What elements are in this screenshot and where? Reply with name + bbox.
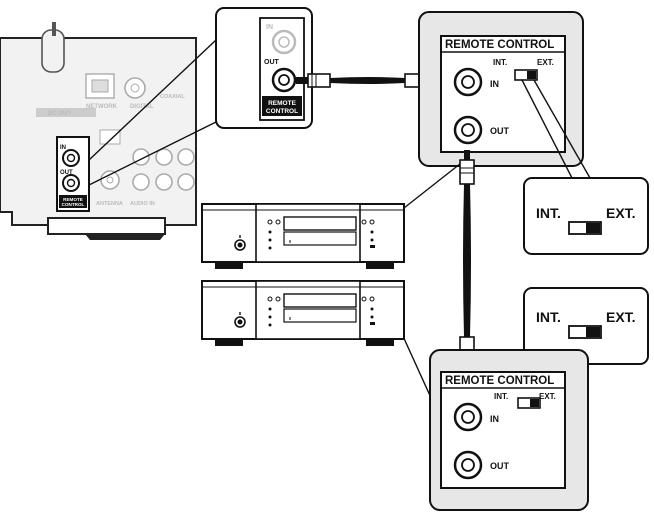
switch-bottom-ext: EXT. [606,309,636,325]
receiver-jack-in-label: IN [60,145,66,151]
panel-top-int: INT. [493,58,507,67]
cable-receiver-to-player1 [296,73,439,88]
receiver-rear-panel: NETWORK COAXIAL DIGITAL DC OUT IN OUT RE… [0,22,197,240]
receiver-digital-label: DIGITAL [130,104,154,110]
receiver-remote-label-1: REMOTE [63,197,83,202]
switch-top-int: INT. [536,205,561,221]
zoom-out-label: OUT [264,59,280,66]
receiver-network-label: NETWORK [86,104,118,110]
switch-callout-top: INT. EXT. [523,177,649,255]
cd-player-2 [201,280,405,346]
switch-top-ext: EXT. [606,205,636,221]
zoom-line-player2-a [401,333,433,401]
panel-bottom-in-label: IN [490,414,499,424]
zoom-line-receiver-top [88,39,217,161]
leader-top-switch-1 [521,79,573,179]
panel-top-title: REMOTE CONTROL [445,39,554,51]
panel-bottom-ext: EXT. [539,392,556,401]
panel-top-switch [514,69,538,81]
panel-bottom-int: INT. [494,392,508,401]
cd-player-1 [201,203,405,269]
receiver-jack-out-label: OUT [60,170,73,176]
player2-remote-panel: REMOTE CONTROL INT. EXT. IN OUT [429,349,589,511]
receiver-coaxial-label: COAXIAL [160,94,185,100]
zoom-remote-label-2: CONTROL [266,108,298,115]
panel-bottom-out-label: OUT [490,461,510,471]
receiver-antenna-label: ANTENNA [96,201,123,207]
panel-top-in-label: IN [490,79,499,89]
panel-bottom-title: REMOTE CONTROL [445,375,554,387]
leader-top-switch-2 [533,79,591,179]
cable-player1-to-player2 [459,150,475,373]
panel-top-out-label: OUT [490,126,510,136]
zoom-line-player1-a [403,159,466,209]
panel-top-ext: EXT. [537,58,554,67]
zoom-line-receiver-bottom [88,121,217,186]
receiver-dc-out-label: DC OUT [48,111,71,117]
panel-bottom-switch [517,397,541,409]
zoom-remote-label-1: REMOTE [268,100,296,107]
receiver-remote-label-2: CONTROL [62,202,85,207]
switch-callout-bottom: INT. EXT. [523,287,649,365]
receiver-audio-in-label: AUDIO IN [130,201,155,207]
player1-remote-panel: REMOTE CONTROL INT. EXT. IN OUT [418,11,584,167]
zoom-in-label: IN [266,24,273,31]
receiver-jack-zoom: IN OUT REMOTE CONTROL [215,7,313,129]
switch-bottom-int: INT. [536,309,561,325]
